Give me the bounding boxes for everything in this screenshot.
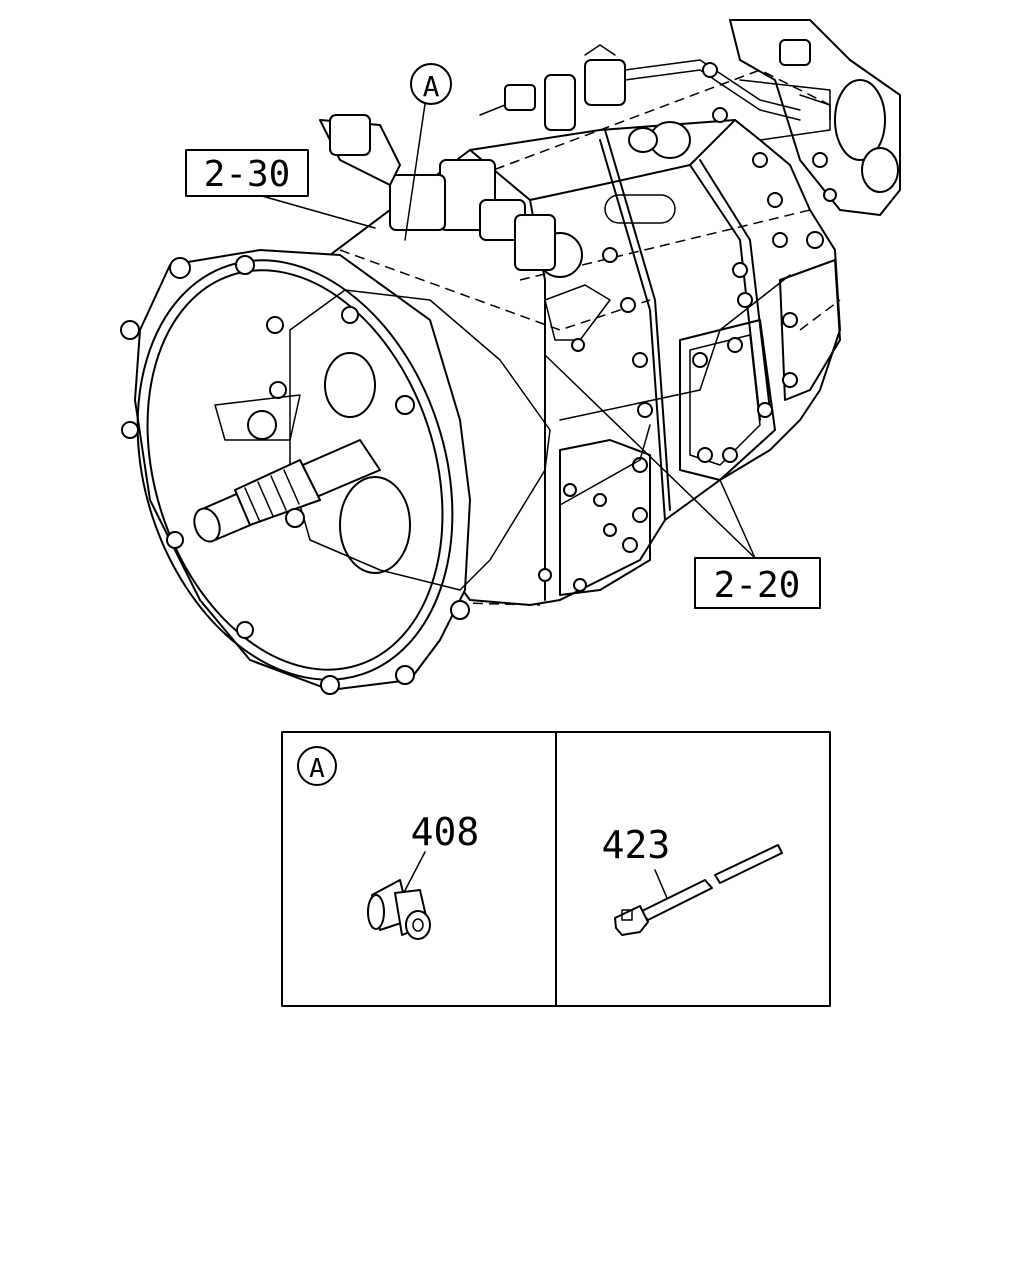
detail-box: A 408 423 — [281, 731, 831, 1007]
detail-panel-423: 423 — [602, 823, 783, 936]
detail-panel-a: A 408 — [297, 746, 480, 940]
callout-2-20[interactable]: 2-20 — [694, 557, 821, 609]
callout-2-20-label: 2-20 — [714, 565, 801, 606]
input-shaft — [193, 439, 381, 543]
callout-2-30-label: 2-30 — [204, 154, 291, 195]
leader-detail-a — [404, 103, 426, 241]
cable-tie-423 — [614, 844, 783, 936]
leader-2-30 — [261, 195, 376, 229]
transmission-assembly — [120, 19, 901, 695]
case-bolts — [538, 62, 837, 592]
leader-2-20-a — [544, 354, 756, 559]
part-number-423[interactable]: 423 — [602, 823, 671, 867]
leader-2-20-b — [719, 479, 756, 559]
detail-marker-a-label: A — [423, 70, 440, 103]
detail-marker-a[interactable]: A — [410, 63, 452, 105]
callout-2-30[interactable]: 2-30 — [185, 149, 309, 197]
part-number-408[interactable]: 408 — [411, 810, 480, 854]
detail-panel-marker: A — [309, 754, 325, 784]
pressure-switch-408 — [367, 879, 431, 940]
